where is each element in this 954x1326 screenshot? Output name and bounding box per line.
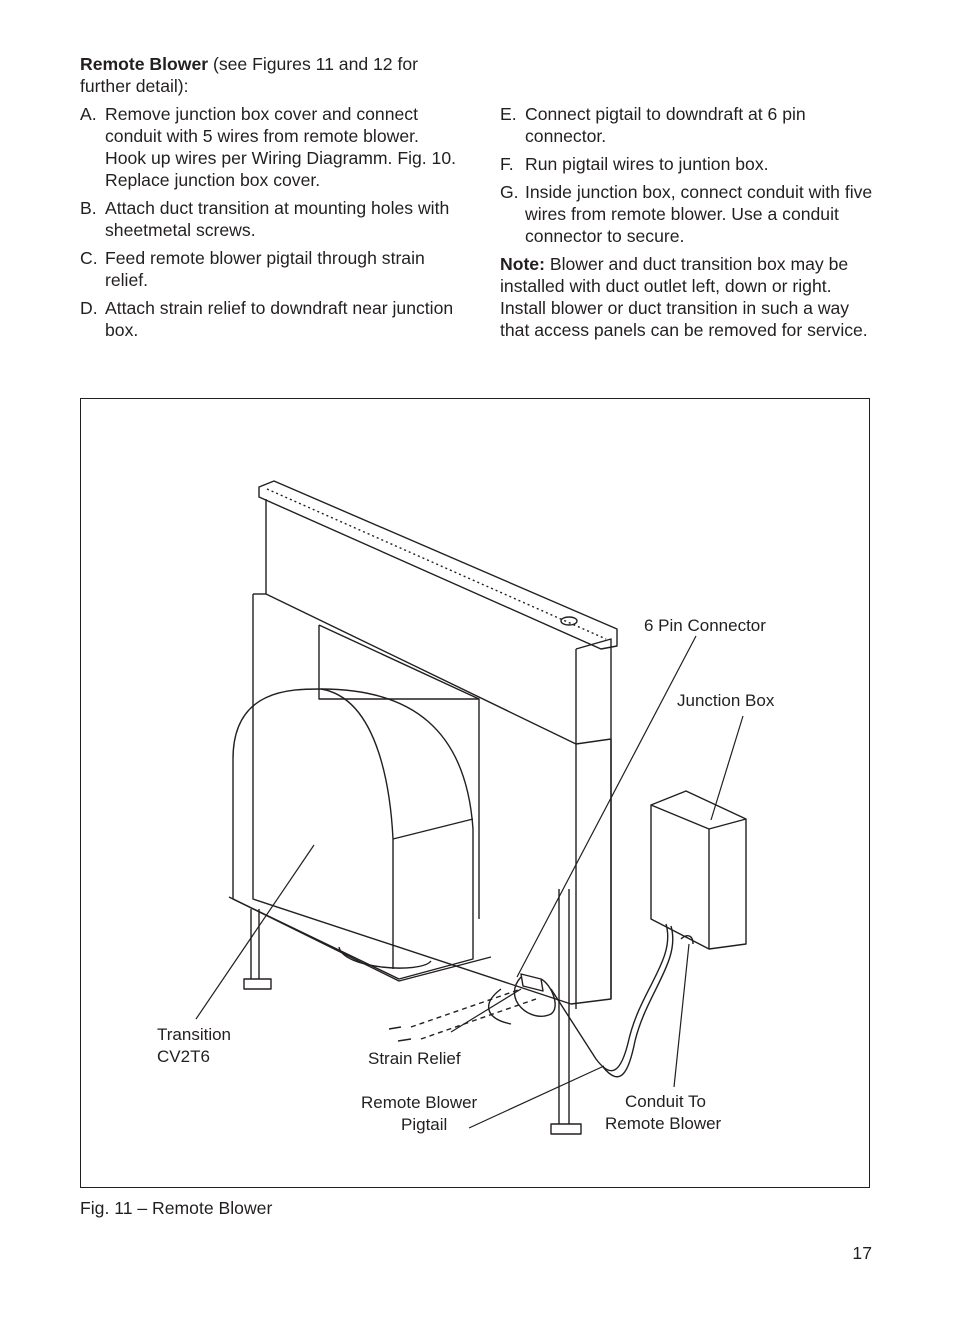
step-a: A. Remove junction box cover and connect … (80, 103, 460, 191)
note-text: Blower and duct transition box may be in… (500, 254, 868, 340)
intro-text: (see Figures 11 and 12 for further detai… (80, 54, 419, 96)
step-text: Remove junction box cover and connect co… (105, 104, 457, 190)
note-paragraph: Note: Blower and duct transition box may… (500, 253, 880, 341)
label-junction-box: Junction Box (677, 691, 775, 710)
remote-blower-diagram: 6 Pin Connector Junction Box Transition … (157, 480, 775, 1135)
step-f: F. Run pigtail wires to juntion box. (500, 153, 880, 175)
page-number: 17 (852, 1243, 872, 1263)
step-letter: C. (80, 248, 98, 268)
leader-conduit (673, 943, 690, 1088)
leader-transition (195, 844, 315, 1020)
step-letter: B. (80, 198, 97, 218)
side-panel (575, 638, 612, 999)
right-leg (550, 889, 582, 1135)
step-text: Attach duct transition at mounting holes… (105, 198, 450, 240)
inner-panel (318, 625, 480, 919)
step-letter: E. (500, 104, 517, 124)
step-text: Inside junction box, connect conduit wit… (525, 182, 873, 246)
top-trim (258, 480, 618, 650)
note-label: Note: (500, 254, 545, 274)
step-e: E. Connect pigtail to downdraft at 6 pin … (500, 103, 880, 147)
pigtail-loop (513, 976, 556, 1017)
transition-duct (232, 688, 474, 980)
right-text-column: E. Connect pigtail to downdraft at 6 pin … (500, 103, 880, 341)
upper-back-panel (265, 499, 577, 745)
figure-frame: 6 Pin Connector Junction Box Transition … (80, 398, 870, 1188)
step-letter: D. (80, 298, 98, 318)
label-conduit: Conduit To (625, 1092, 706, 1111)
step-letter: G. (500, 182, 519, 202)
step-d: D. Attach strain relief to downdraft near… (80, 297, 460, 341)
intro-title: Remote Blower (80, 54, 209, 74)
step-b: B. Attach duct transition at mounting hol… (80, 197, 460, 241)
leader-junction-box (710, 715, 744, 821)
strain-relief (520, 973, 544, 992)
leader-six-pin (516, 635, 697, 978)
figure-caption: Fig. 11 – Remote Blower (80, 1198, 273, 1218)
label-transition-model: CV2T6 (157, 1047, 210, 1066)
step-g: G. Inside junction box, connect conduit w… (500, 181, 880, 247)
step-text: Connect pigtail to downdraft at 6 pin co… (525, 104, 806, 146)
step-text: Attach strain relief to downdraft near j… (105, 298, 454, 340)
step-text: Run pigtail wires to juntion box. (525, 154, 769, 174)
main-housing (252, 594, 612, 1005)
screws (388, 1026, 412, 1042)
step-text: Feed remote blower pigtail through strai… (105, 248, 425, 290)
intro-paragraph: Remote Blower (see Figures 11 and 12 for… (80, 53, 460, 97)
leader-strain-relief (450, 988, 522, 1033)
label-remote-blower-pigtail: Remote Blower (361, 1093, 478, 1112)
step-letter: F. (500, 154, 514, 174)
label-conduit-remote-blower: Remote Blower (605, 1114, 722, 1133)
label-pigtail: Pigtail (401, 1115, 447, 1134)
conduit (550, 923, 669, 1072)
junction-box (650, 790, 747, 950)
step-c: C. Feed remote blower pigtail through str… (80, 247, 460, 291)
step-letter: A. (80, 104, 97, 124)
label-transition: Transition (157, 1025, 231, 1044)
left-leg (243, 909, 272, 990)
label-six-pin-connector: 6 Pin Connector (644, 616, 766, 635)
left-text-column: Remote Blower (see Figures 11 and 12 for… (80, 53, 460, 347)
label-strain-relief: Strain Relief (368, 1049, 461, 1068)
leader-pigtail (468, 1065, 605, 1129)
